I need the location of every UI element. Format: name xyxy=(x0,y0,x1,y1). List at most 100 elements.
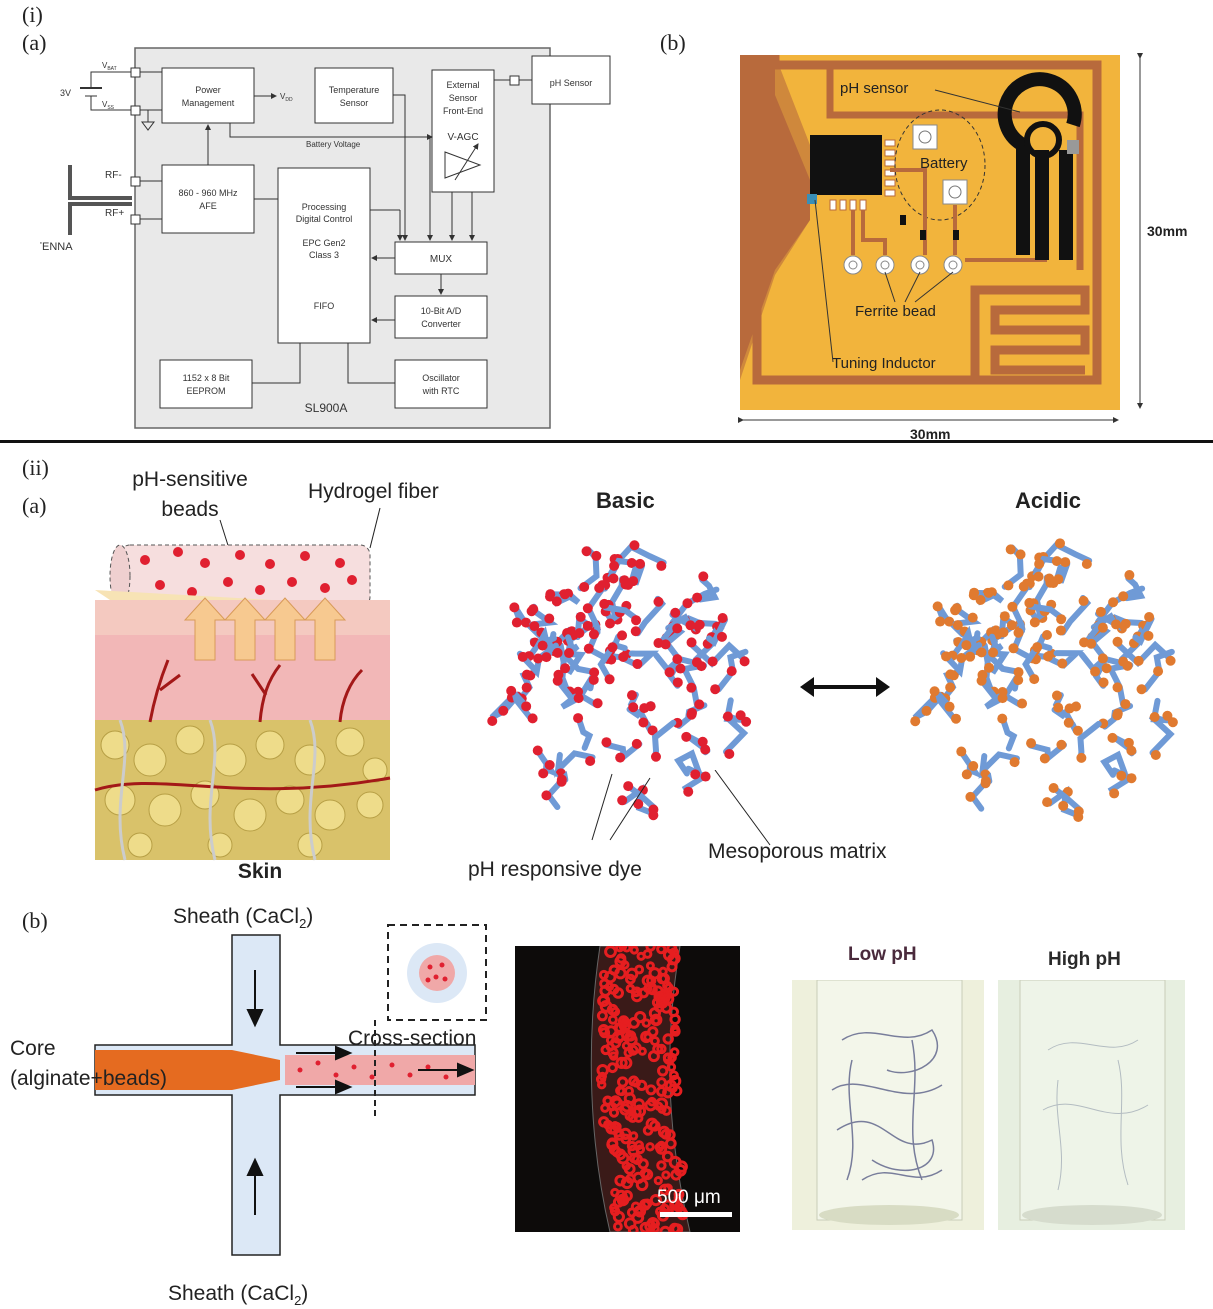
bead-ring xyxy=(602,1095,613,1106)
sheath-top-label: Sheath (CaCl2) xyxy=(173,905,313,931)
dye-dot xyxy=(984,662,995,673)
dye-dot xyxy=(1048,782,1059,793)
vagc-label: V-AGC xyxy=(447,132,478,143)
dye-dot xyxy=(965,651,976,662)
dye-dot xyxy=(1003,580,1014,591)
dye-dot xyxy=(692,592,703,603)
dye-dot xyxy=(551,596,562,607)
dye-dot xyxy=(941,651,952,662)
bead-ring xyxy=(609,1037,622,1049)
dye-dot xyxy=(1107,732,1118,743)
dye-dot xyxy=(980,776,991,787)
dye-dot xyxy=(664,667,675,678)
dye-dot xyxy=(935,616,946,627)
vss-label: V xyxy=(102,100,108,109)
dye-dot xyxy=(574,628,585,639)
bead-ring xyxy=(669,1199,681,1211)
dye-dot xyxy=(1136,684,1147,695)
bead-ring xyxy=(608,964,620,976)
dye-dot xyxy=(951,713,962,724)
dye-dot xyxy=(573,713,584,724)
matrix-label: Mesoporous matrix xyxy=(708,840,887,863)
bead-ring xyxy=(641,1018,652,1028)
dye-dot xyxy=(983,587,994,598)
dye-dot xyxy=(682,598,693,609)
bead-ring xyxy=(645,1142,655,1152)
eeprom-line1: 1152 x 8 Bit xyxy=(183,373,230,383)
dye-dot xyxy=(560,663,571,674)
sheath-bottom-label: Sheath (CaCl2) xyxy=(168,1282,308,1308)
bead-ring xyxy=(613,1221,623,1232)
dye-dot xyxy=(604,674,615,685)
dye-label: pH responsive dye xyxy=(468,858,642,881)
dye-dot xyxy=(681,731,692,742)
bead-ring xyxy=(635,1144,646,1155)
dye-dot xyxy=(1048,578,1059,589)
battery-voltage-label: Battery Voltage xyxy=(306,140,361,149)
bead-ring xyxy=(620,1176,634,1190)
bead-ring xyxy=(623,1217,637,1230)
dye-dot xyxy=(615,752,626,763)
dye-dot xyxy=(1051,556,1062,567)
dye-dot xyxy=(1120,699,1131,710)
matrix-strand xyxy=(1123,575,1146,602)
pcb-dim-height: 30mm xyxy=(1147,223,1187,239)
dye-dot xyxy=(533,653,544,664)
dye-dot xyxy=(541,790,552,801)
mux-label: MUX xyxy=(430,254,453,265)
dye-dot xyxy=(647,725,658,736)
dye-dot xyxy=(1126,773,1137,784)
bead-ring xyxy=(634,1011,647,1024)
dye-dot xyxy=(921,705,932,716)
dye-dot xyxy=(1055,625,1066,636)
dye-dot xyxy=(648,804,659,815)
dye-dot xyxy=(1109,788,1120,799)
dye-dot xyxy=(1112,636,1123,647)
dye-dot xyxy=(506,685,517,696)
bead-ring xyxy=(608,1144,621,1156)
dye-dot xyxy=(582,620,593,631)
bead-ring xyxy=(598,969,609,980)
bead-ring xyxy=(654,1002,665,1013)
matrix-strand xyxy=(1009,584,1030,634)
bead-ring xyxy=(670,1024,680,1034)
label-part-ii: (ii) xyxy=(22,455,49,480)
bead-ring xyxy=(655,1097,669,1111)
microscope-image: 500 μm xyxy=(515,946,740,1232)
dye-dot xyxy=(956,746,967,757)
dye-dot xyxy=(1072,725,1083,736)
bead-ring xyxy=(649,1036,660,1046)
dye-dot xyxy=(690,769,701,780)
dye-dot xyxy=(1054,538,1065,549)
dye-dot xyxy=(672,623,683,634)
dye-dot xyxy=(1039,753,1050,764)
dye-dot xyxy=(638,717,649,728)
bead-ring xyxy=(621,1041,631,1051)
dye-dot xyxy=(629,540,640,551)
bead-ring xyxy=(604,946,617,958)
dye-dot xyxy=(1056,739,1067,750)
matrix-strand xyxy=(1142,648,1175,693)
dye-dot xyxy=(1112,682,1123,693)
matrix-strand xyxy=(980,679,1003,710)
dye-dot xyxy=(976,675,987,686)
vbat-label: V xyxy=(102,61,108,70)
dye-dot xyxy=(487,715,498,726)
matrix-strand xyxy=(617,650,660,670)
dye-dot xyxy=(1153,666,1164,677)
svg-text:VDD: VDD xyxy=(280,92,293,103)
bead-ring xyxy=(656,1160,667,1171)
dye-dot xyxy=(592,698,603,709)
bead-ring xyxy=(662,1052,676,1065)
bead-ring xyxy=(631,990,643,1003)
dye-dot xyxy=(631,738,642,749)
dye-dot xyxy=(517,651,528,662)
beads-label: pH-sensitive xyxy=(132,468,248,491)
dye-dot xyxy=(722,711,733,722)
dye-dot xyxy=(1024,597,1035,608)
bead-ring xyxy=(634,964,645,975)
matrix-strand xyxy=(978,751,1020,779)
bead-ring xyxy=(635,1178,649,1192)
